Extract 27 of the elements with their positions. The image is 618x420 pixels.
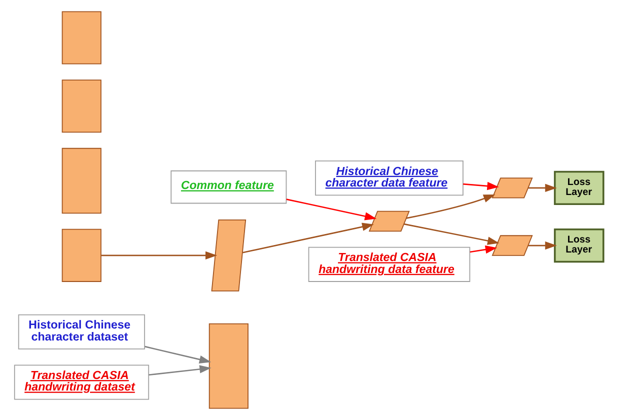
arrow [286,198,377,220]
node-box [62,148,102,214]
node-box: Translated CASIA handwriting data feature [308,246,470,282]
arrow [470,246,498,254]
arrow [406,194,496,219]
node-box [208,323,248,409]
node-box [62,80,102,133]
arrow [463,182,499,190]
node-box: Loss Layer [554,228,604,263]
node-box: Historical Chinese character data feature [315,160,464,196]
arrow [101,251,218,260]
node-parallelogram [368,210,410,232]
node-box: Loss Layer [554,170,604,206]
arrow [404,223,500,245]
arrow [144,346,212,364]
arrow [528,241,557,250]
node-parallelogram [211,219,246,292]
node-box: Common feature [170,170,287,204]
arrow [148,365,212,376]
arrow [528,184,557,192]
node-box: Translated CASIA handwriting dataset [14,364,150,400]
arrow [242,222,374,254]
node-box [62,11,102,64]
node-parallelogram [492,178,533,198]
node-parallelogram [492,235,533,256]
node-box: Historical Chinese character dataset [18,314,146,350]
node-box [62,228,102,282]
